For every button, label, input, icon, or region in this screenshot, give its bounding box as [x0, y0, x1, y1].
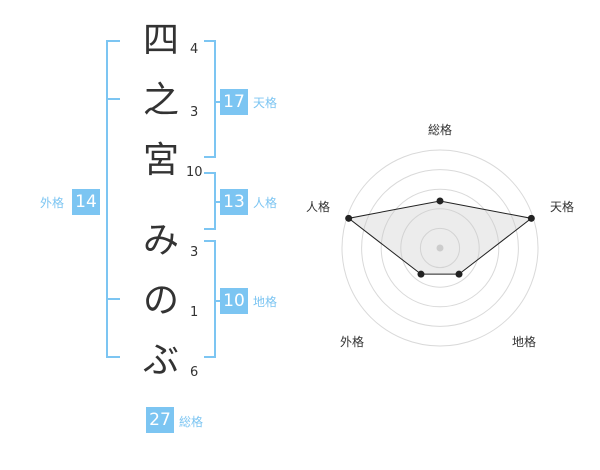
outer-bracket-tick: [106, 298, 120, 300]
chikaku-score: 10: [220, 288, 248, 314]
radar-axis-label-4: 外格: [340, 334, 364, 349]
chikaku-connector: [216, 300, 220, 302]
stroke-count-2: 3: [190, 105, 199, 120]
name-char-1: 四: [142, 20, 179, 61]
jinkaku-bracket-tick: [204, 172, 216, 174]
radar-point-3: [455, 270, 463, 278]
name-char-3: 宮: [142, 140, 179, 181]
name-char-6: ぶ: [142, 340, 179, 381]
radar-axis-label-1: 総格: [428, 122, 452, 137]
tenkaku-bracket-tick: [204, 156, 216, 158]
chikaku-bracket-line: [214, 240, 216, 358]
stroke-count-1: 4: [190, 42, 199, 57]
stroke-count-4: 3: [190, 245, 199, 260]
tenkaku-bracket-tick: [204, 40, 216, 42]
jinkaku-bracket-tick: [204, 228, 216, 230]
jinkaku-score: 13: [220, 189, 248, 215]
radar-point-1: [436, 197, 444, 205]
jinkaku-label: 人格: [253, 196, 278, 210]
tenkaku-score: 17: [220, 89, 248, 115]
name-char-2: 之: [142, 80, 179, 121]
radar-point-2: [527, 214, 535, 222]
stroke-count-5: 1: [190, 305, 199, 320]
radar-grid-ring-1: [419, 227, 461, 269]
chikaku-bracket-tick: [204, 356, 216, 358]
stroke-count-6: 6: [190, 365, 199, 380]
radar-grid-ring-4: [361, 169, 519, 327]
outer-bracket-tick: [106, 40, 120, 42]
name-char-4: み: [142, 220, 179, 261]
stroke-count-3: 10: [186, 165, 203, 180]
radar-axis-label-5: 人格: [306, 199, 330, 214]
radar-point-4: [417, 270, 425, 278]
radar-grid-ring-5: [341, 149, 539, 347]
outer-bracket-tick: [106, 98, 120, 100]
jinkaku-connector: [216, 201, 220, 203]
radar-point-5: [345, 214, 353, 222]
chikaku-bracket-tick: [204, 240, 216, 242]
outer-bracket-line: [106, 40, 108, 358]
radar-grid-ring-3: [380, 188, 500, 308]
soukaku-label: 総格: [179, 415, 204, 429]
tenkaku-connector: [216, 101, 220, 103]
soukaku-score: 27: [146, 407, 174, 433]
gaikaku-score: 14: [72, 189, 100, 215]
gaikaku-label: 外格: [40, 196, 65, 210]
name-char-5: の: [142, 280, 179, 321]
tenkaku-label: 天格: [253, 96, 278, 110]
radar-axis-label-3: 地格: [512, 334, 536, 349]
outer-bracket-tick: [106, 356, 120, 358]
tenkaku-bracket-line: [214, 40, 216, 158]
chikaku-label: 地格: [253, 295, 278, 309]
radar-data-polygon: [347, 200, 533, 275]
radar-grid-ring-2: [400, 208, 480, 288]
radar-axis-label-2: 天格: [550, 199, 574, 214]
radar-center-dot: [436, 244, 444, 252]
jinkaku-bracket-line: [214, 172, 216, 230]
